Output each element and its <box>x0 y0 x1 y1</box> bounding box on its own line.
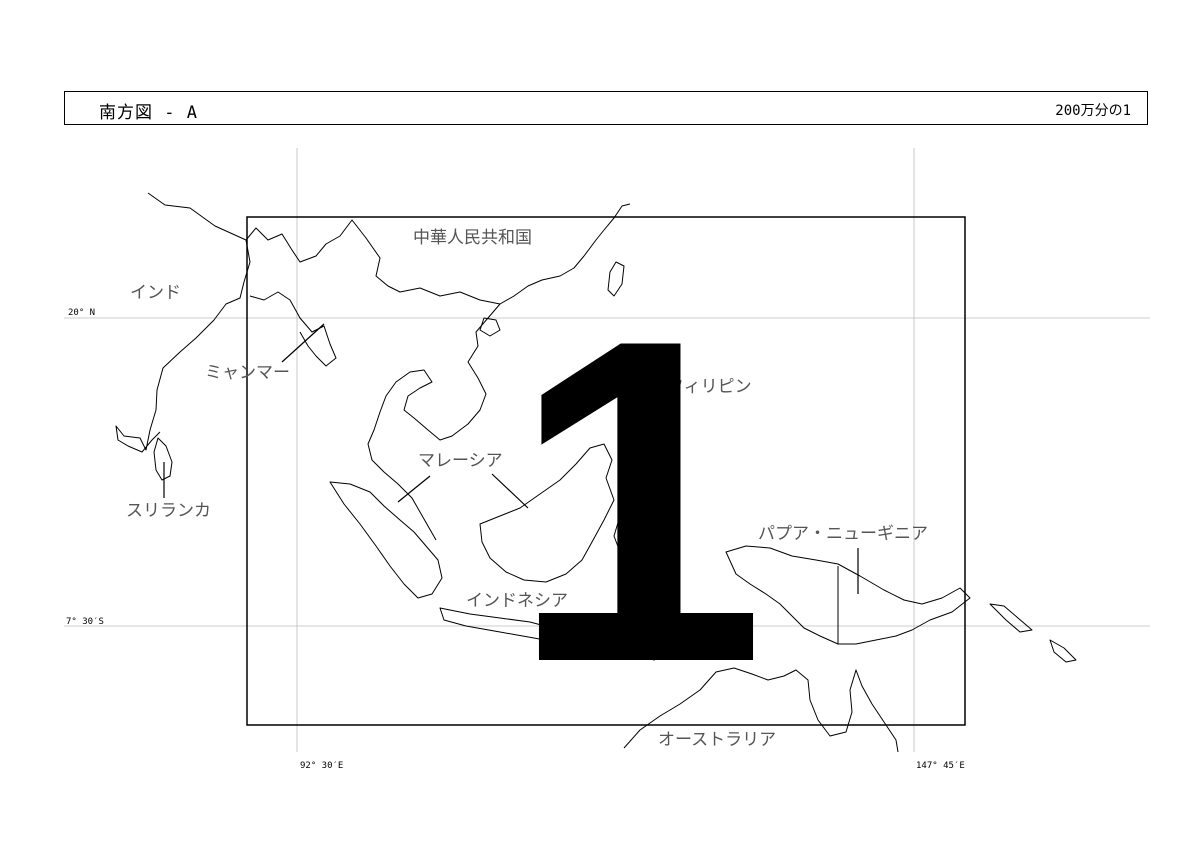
coast-sulawesi <box>613 511 657 581</box>
map-header: 南方図 - A 200万分の1 <box>64 91 1148 125</box>
label-philippines: フィリピン <box>667 377 752 397</box>
label-lon-west: 92° 30′E <box>300 761 343 771</box>
coast-new-guinea <box>725 545 971 645</box>
label-australia: オーストラリア <box>658 730 776 750</box>
map-title: 南方図 - A <box>99 103 198 123</box>
coast-mindanao <box>631 449 673 495</box>
coast-hainan <box>479 317 501 337</box>
leader-myanmar <box>281 323 325 363</box>
coast-indochina <box>367 303 501 541</box>
sheet-frame <box>246 216 966 726</box>
leader-malaysia-west <box>397 475 431 503</box>
coastlines <box>115 192 1077 753</box>
coast-borneo <box>479 443 615 583</box>
sheet-number: 1 <box>510 245 766 758</box>
label-lat-north: 20° N <box>68 308 95 318</box>
coast-sri-lanka <box>153 437 173 481</box>
label-lon-east: 147° 45′E <box>916 761 965 771</box>
map-scale: 200万分の1 <box>1055 103 1131 119</box>
label-sri-lanka: スリランカ <box>126 501 211 521</box>
coast-sumatra <box>329 481 443 599</box>
coast-solomons <box>1049 639 1077 663</box>
leader-lines <box>163 323 859 594</box>
graticule <box>64 148 1150 752</box>
label-png: パプア・ニューギニア <box>758 524 928 544</box>
coast-taiwan <box>607 261 625 297</box>
coast-java <box>439 607 591 645</box>
coast-visayas <box>639 423 665 447</box>
coast-australia <box>623 667 899 753</box>
coast-myanmar <box>245 203 631 305</box>
coast-bay-of-bengal <box>249 291 337 367</box>
coast-timor <box>639 633 695 661</box>
coast-new-britain <box>989 603 1033 633</box>
coast-luzon <box>621 371 649 421</box>
label-india: インド <box>130 283 181 303</box>
label-myanmar: ミャンマー <box>205 363 290 383</box>
leader-malaysia-east <box>491 473 529 509</box>
label-malaysia: マレーシア <box>418 451 503 471</box>
label-lat-south: 7° 30′S <box>66 617 104 627</box>
coast-lesser-sunda <box>595 635 661 649</box>
coast-india <box>115 192 251 453</box>
label-indonesia: インドネシア <box>466 591 568 611</box>
label-china: 中華人民共和国 <box>413 228 532 248</box>
